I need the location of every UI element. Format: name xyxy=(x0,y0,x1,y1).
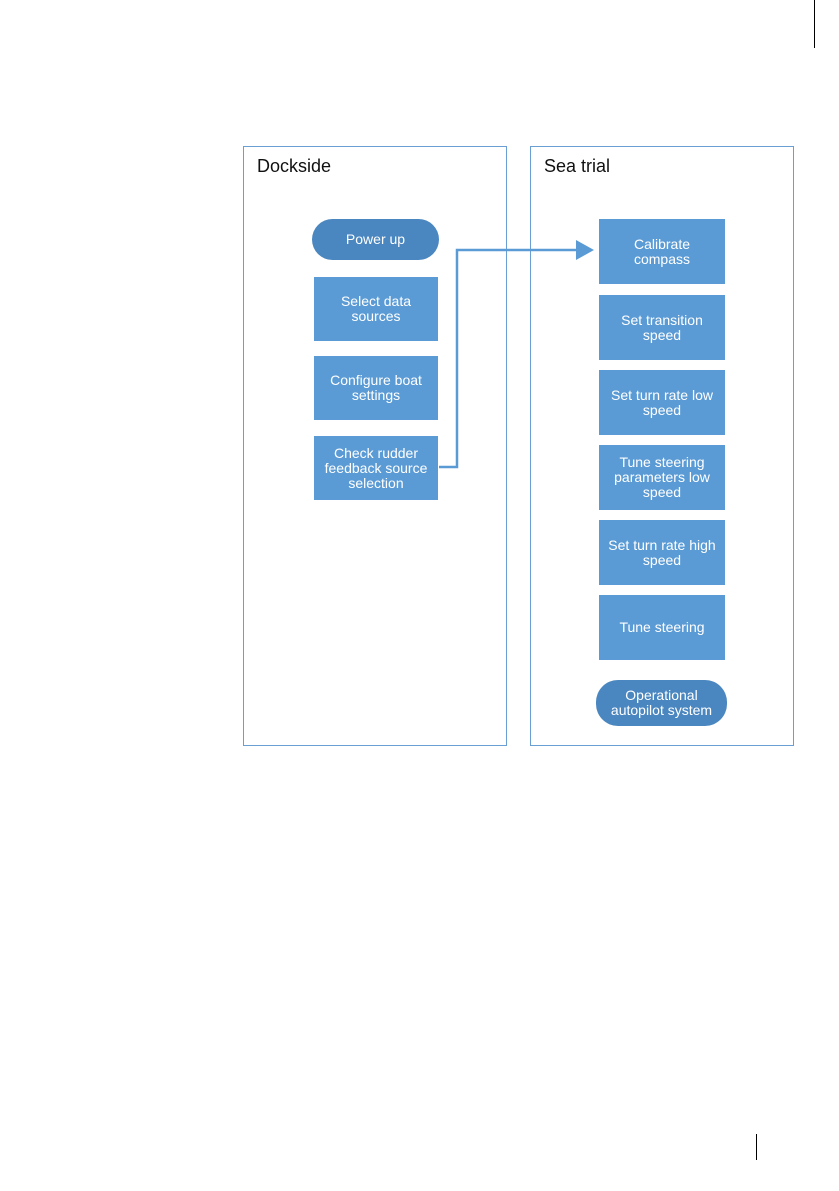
footer-rule xyxy=(756,1134,757,1160)
